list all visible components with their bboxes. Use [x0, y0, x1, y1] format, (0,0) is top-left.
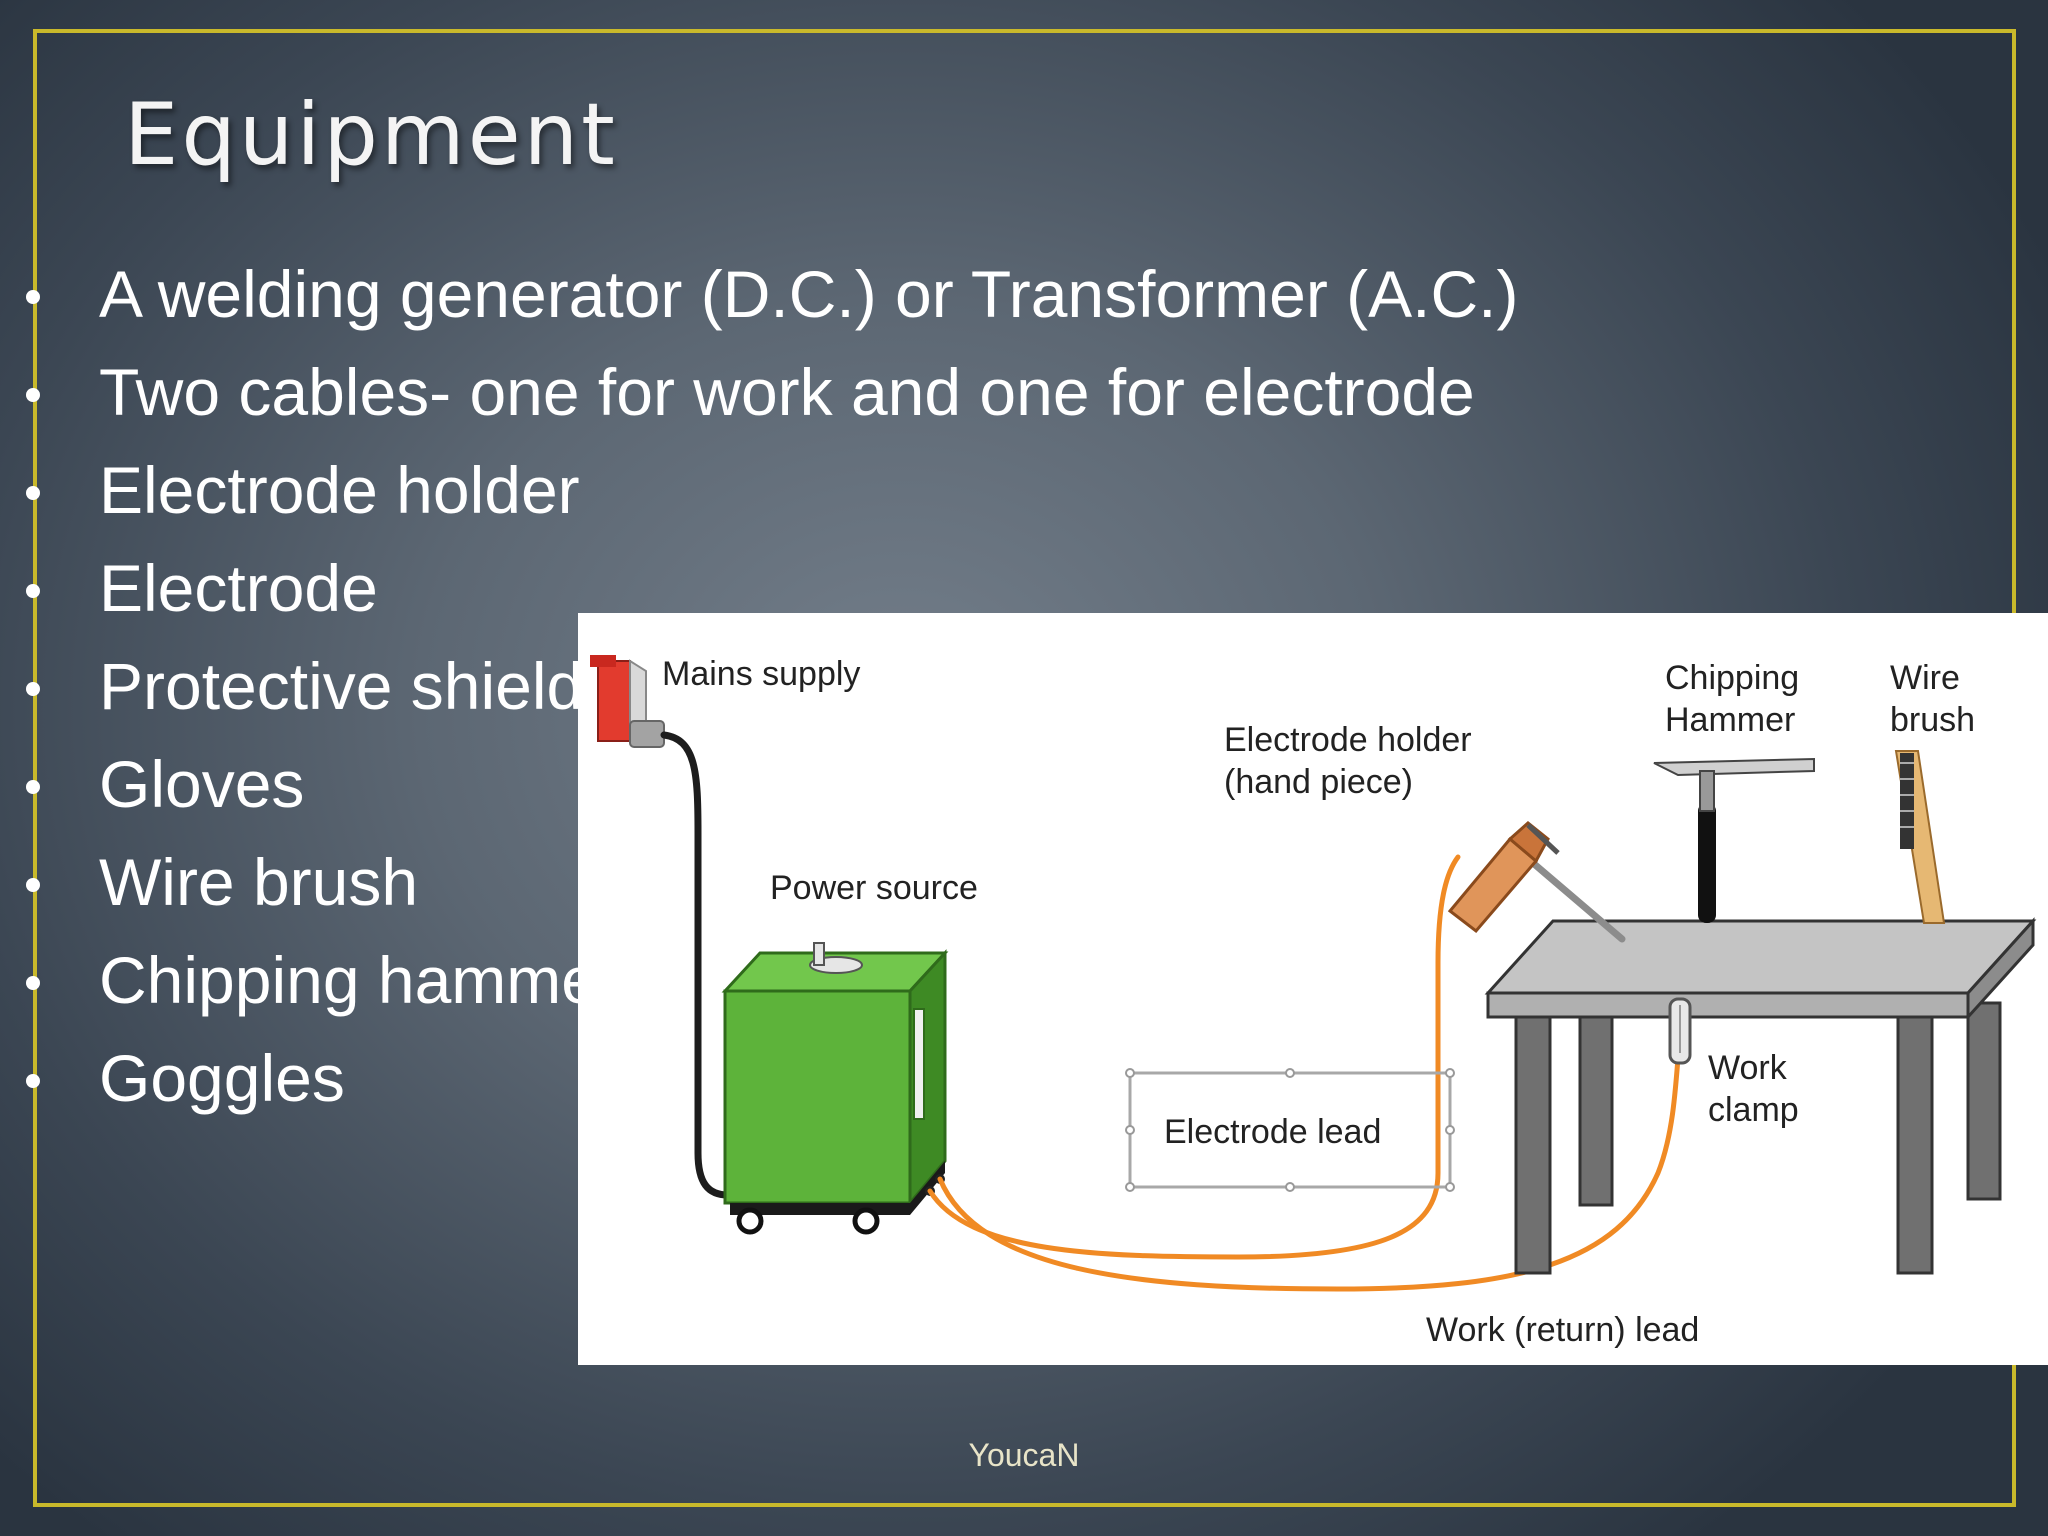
chipping-hammer-icon	[1653, 757, 1815, 923]
bullet-item: Protective shield	[0, 637, 1518, 735]
label-mains-supply: Mains supply	[662, 655, 860, 693]
bullet-item: Wire brush	[0, 833, 1518, 931]
label-work-clamp-1: Work	[1708, 1049, 1788, 1087]
slide-footer: YoucaN	[968, 1437, 1080, 1473]
bullet-dot-icon	[26, 976, 40, 990]
electrode-lead-label-box	[1125, 1068, 1455, 1192]
bullet-text: Chipping hammer	[99, 943, 620, 1017]
label-wire-brush-1: Wire	[1890, 659, 1960, 697]
bullet-text: Protective shield	[99, 649, 584, 723]
bullet-dot-icon	[26, 1074, 40, 1088]
bullet-text: Wire brush	[99, 845, 419, 919]
bullet-dot-icon	[26, 878, 40, 892]
label-electrode-holder-2: (hand piece)	[1224, 763, 1413, 801]
label-electrode-lead: Electrode lead	[1164, 1113, 1381, 1151]
label-power-source: Power source	[770, 869, 978, 907]
bullet-dot-icon	[26, 682, 40, 696]
work-clamp-icon	[1668, 997, 1692, 1065]
power-source-icon	[721, 942, 949, 1235]
bullet-item: Goggles	[0, 1029, 1518, 1127]
bullet-text: Gloves	[99, 747, 305, 821]
wire-brush-icon	[1894, 750, 1946, 924]
electrode-lead-cable	[927, 854, 1461, 1260]
slide-title: Equipment	[124, 85, 618, 185]
bullet-text: Electrode holder	[99, 453, 580, 527]
mains-cable	[660, 731, 732, 1199]
bullet-item: Two cables- one for work and one for ele…	[0, 343, 1518, 441]
label-chipping-hammer-1: Chipping	[1665, 659, 1799, 697]
welding-setup-svg: Mains supply Power source Electrode hold…	[590, 655, 2037, 1349]
label-chipping-hammer-2: Hammer	[1665, 701, 1795, 739]
bullet-dot-icon	[26, 388, 40, 402]
electrode-holder-icon	[1447, 821, 1626, 943]
label-work-return-lead: Work (return) lead	[1426, 1311, 1699, 1349]
label-work-clamp-2: clamp	[1708, 1091, 1799, 1129]
bullet-dot-icon	[26, 290, 40, 304]
bullet-dot-icon	[26, 780, 40, 794]
label-wire-brush-2: brush	[1890, 701, 1975, 739]
bullet-text: A welding generator (D.C.) or Transforme…	[99, 257, 1519, 331]
bullet-list: A welding generator (D.C.) or Transforme…	[0, 245, 1518, 1127]
bullet-item: Electrode	[0, 539, 1518, 637]
work-return-lead-cable	[937, 1028, 1683, 1292]
mains-supply-socket-icon	[590, 655, 665, 748]
welding-setup-diagram: Mains supply Power source Electrode hold…	[578, 613, 2048, 1365]
label-electrode-holder-1: Electrode holder	[1224, 721, 1472, 759]
bullet-text: Electrode	[99, 551, 378, 625]
bullet-text: Goggles	[99, 1041, 345, 1115]
bullet-dot-icon	[26, 584, 40, 598]
bullet-item: Gloves	[0, 735, 1518, 833]
bullet-item: Electrode holder	[0, 441, 1518, 539]
bullet-item: Chipping hammer	[0, 931, 1518, 1029]
bullet-dot-icon	[26, 486, 40, 500]
bullet-text: Two cables- one for work and one for ele…	[99, 355, 1475, 429]
bullet-item: A welding generator (D.C.) or Transforme…	[0, 245, 1518, 343]
